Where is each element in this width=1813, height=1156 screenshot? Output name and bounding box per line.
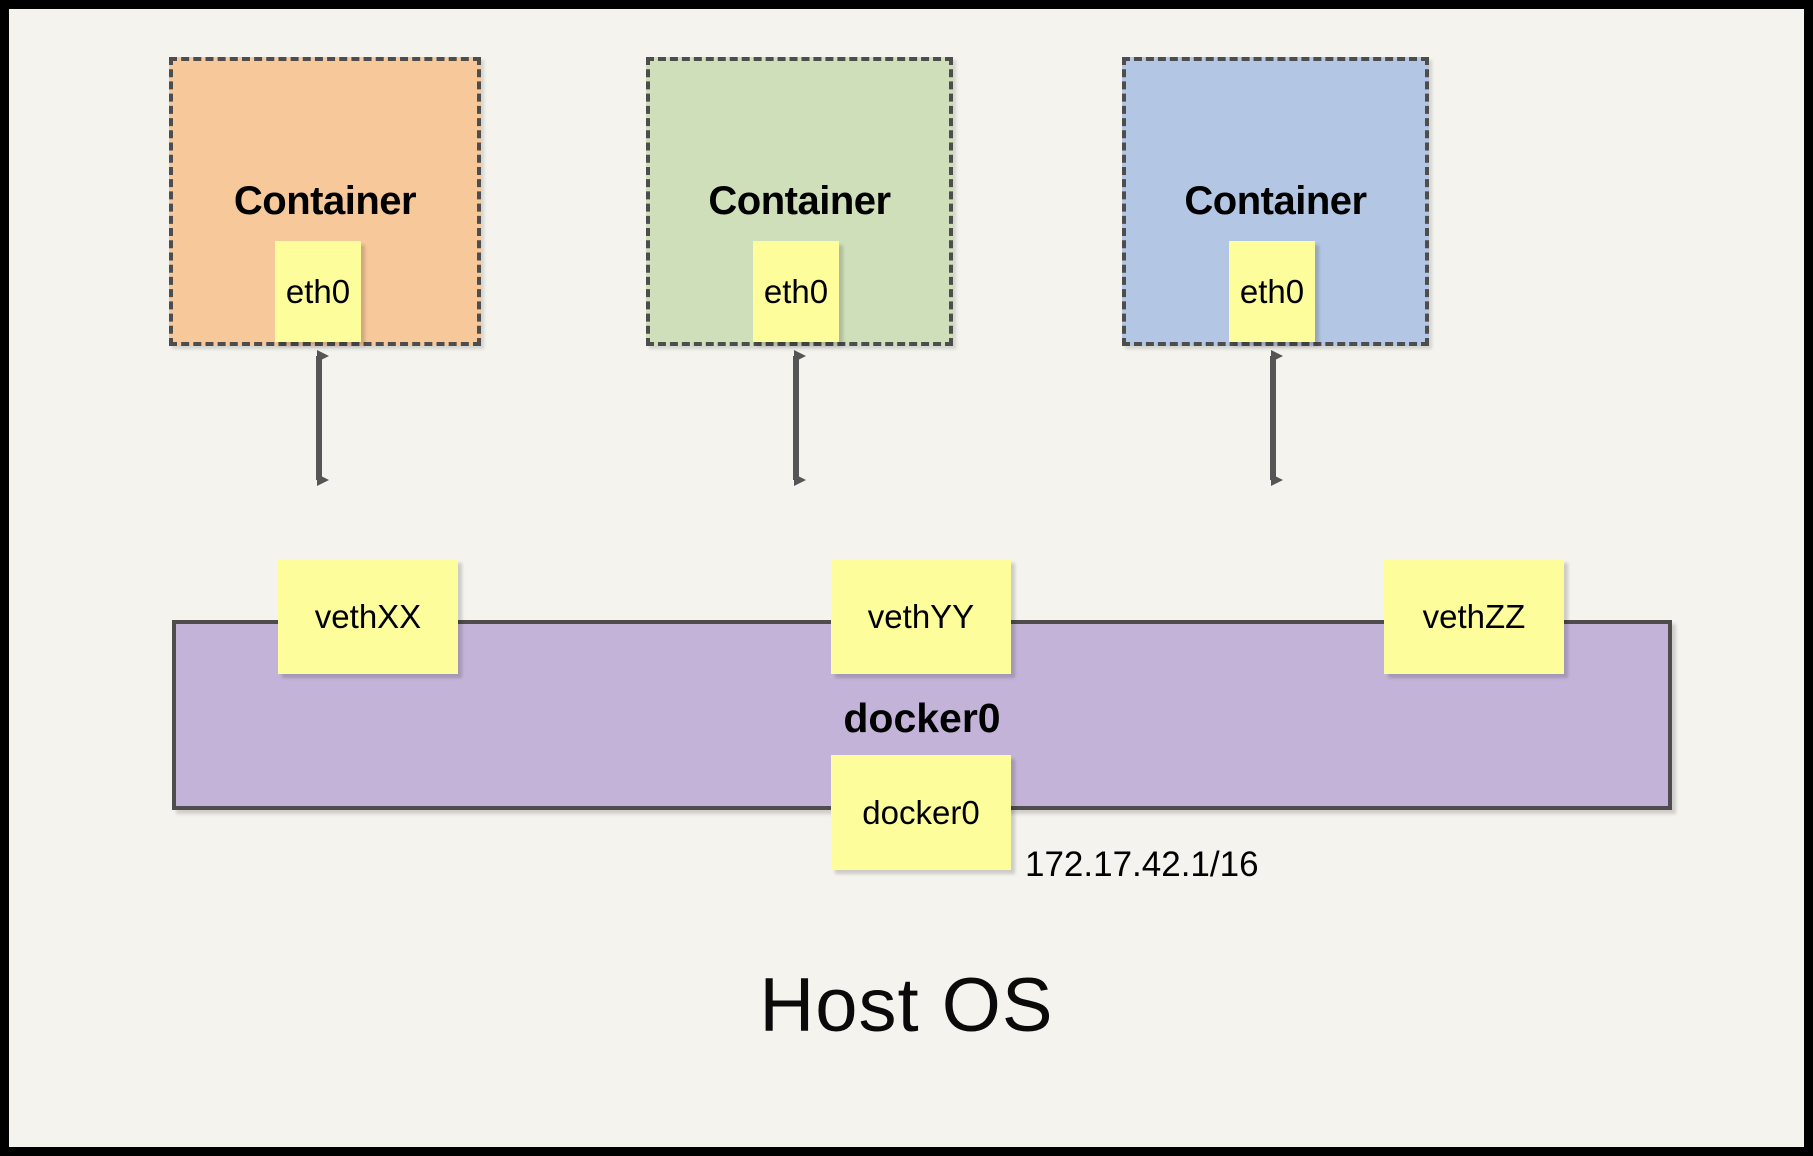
container-title-3: Container — [1184, 179, 1367, 223]
docker0-node-box: docker0 — [831, 755, 1011, 870]
container-title-1: Container — [233, 179, 417, 223]
container-title-2: Container — [708, 179, 891, 223]
arrow-eth0-vethxx — [316, 350, 329, 486]
docker0-bridge-label: docker0 — [843, 695, 1001, 741]
eth0-label-2: eth0 — [763, 272, 829, 310]
eth0-label-3: eth0 — [1239, 272, 1305, 310]
docker0-ip-label: 172.17.42.1/16 — [1025, 845, 1259, 884]
docker0-node-label: docker0 — [862, 793, 980, 831]
eth0-box-3: eth0 — [1229, 241, 1315, 342]
eth0-box-2: eth0 — [753, 241, 839, 342]
veth-box-3: vethZZ — [1384, 559, 1564, 674]
veth-box-2: vethYY — [831, 559, 1011, 674]
eth0-label-1: eth0 — [285, 272, 351, 310]
eth0-box-1: eth0 — [275, 241, 361, 342]
veth-label-2: vethYY — [867, 597, 975, 635]
veth-box-1: vethXX — [278, 559, 458, 674]
arrow-eth0-vethyy — [793, 350, 806, 486]
veth-label-3: vethZZ — [1422, 597, 1526, 635]
arrow-eth0-vethzz — [1270, 350, 1283, 486]
host-os-label: Host OS — [759, 963, 1054, 1048]
veth-label-1: vethXX — [314, 597, 422, 635]
